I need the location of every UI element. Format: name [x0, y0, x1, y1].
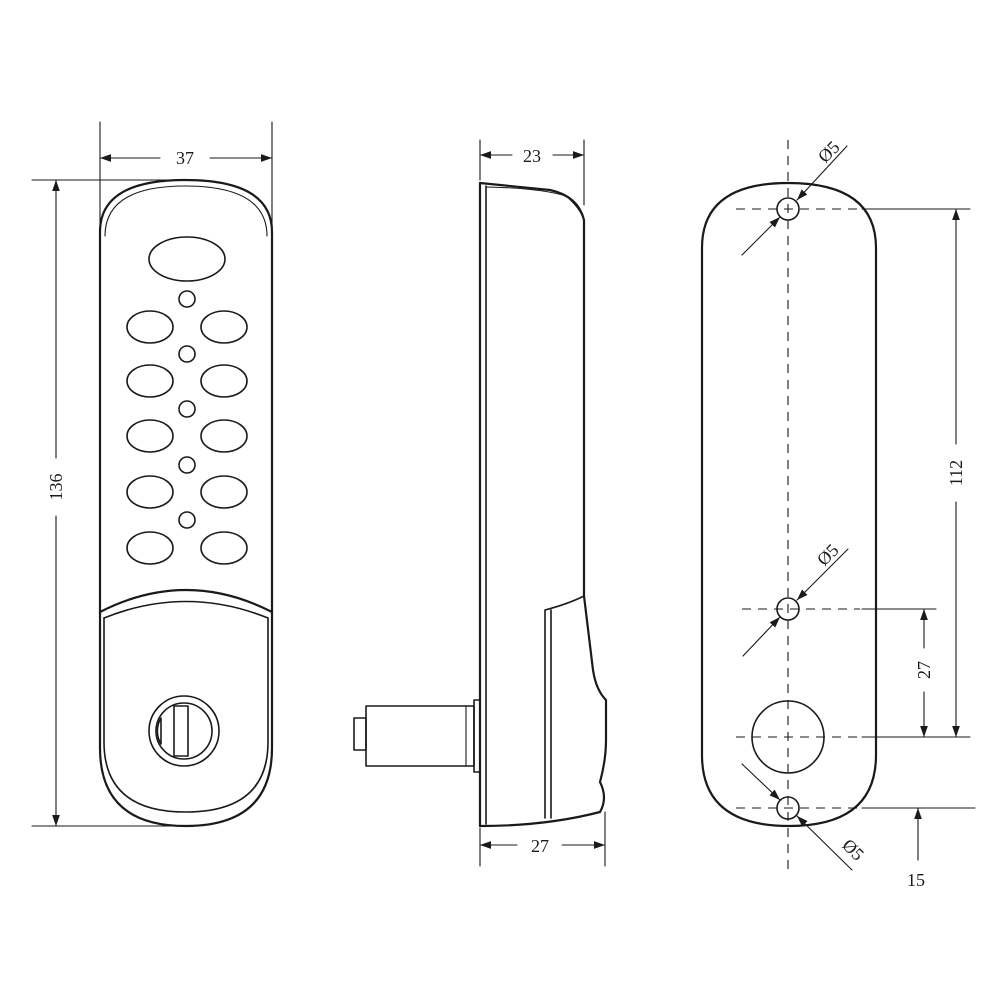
key-led: [178, 400, 196, 418]
top-hole-diameter-dimension: Ø5: [741, 137, 848, 256]
keypad-button: [126, 364, 174, 398]
front-width-label: 37: [176, 148, 194, 168]
bottom-hole-diameter-dimension: Ø5: [741, 763, 868, 871]
spindle: [353, 699, 481, 773]
handle-lower-edge: [103, 600, 269, 619]
handle-top-edge: [98, 588, 274, 614]
bottom-mounting-hole: [776, 796, 800, 820]
front-body-outline: [98, 178, 274, 828]
hole-span-label: 112: [946, 460, 966, 486]
keypad: [126, 290, 248, 565]
top-hole-diameter-label: Ø5: [814, 137, 844, 167]
bottom-hole-diameter-label: Ø5: [838, 835, 868, 865]
front-view: 37 136: [31, 121, 274, 828]
side-depth-dimension: 23: [479, 139, 585, 206]
bottom-offset-label: 15: [907, 870, 925, 890]
key-cylinder: [148, 695, 220, 767]
front-width-dimension: 37: [99, 121, 273, 229]
side-total-depth-dimension: 27: [479, 811, 606, 867]
handle-profile: [544, 595, 585, 819]
keypad-button: [200, 310, 248, 344]
front-body-inner-edge: [104, 185, 268, 237]
mid-hole-diameter-label: Ø5: [813, 540, 843, 570]
hole-span-dimension: 112: [861, 208, 971, 738]
keypad-button: [126, 310, 174, 344]
key-led: [178, 345, 196, 363]
front-height-dimension: 136: [31, 179, 187, 827]
mid-mounting-hole: [776, 597, 800, 621]
keypad-button: [200, 531, 248, 565]
side-depth-label: 23: [523, 146, 541, 166]
side-body-outline: [478, 181, 608, 828]
key-led: [178, 290, 196, 308]
spindle-offset-label: 27: [914, 661, 934, 679]
keypad-button: [200, 419, 248, 453]
key-led: [178, 511, 196, 529]
front-height-label: 136: [46, 474, 66, 501]
mid-hole-diameter-dimension: Ø5: [742, 540, 849, 657]
handle-shield: [103, 617, 269, 813]
keypad-button: [126, 475, 174, 509]
spindle-hole: [751, 700, 825, 774]
keypad-button: [200, 364, 248, 398]
back-body-outline: [700, 181, 878, 828]
bottom-offset-dimension: 15: [861, 807, 976, 890]
spindle-offset-dimension: 27: [861, 608, 937, 738]
key-led: [178, 456, 196, 474]
side-top-edge: [485, 186, 585, 221]
display-window: [148, 236, 226, 282]
keypad-button: [126, 531, 174, 565]
keypad-button: [126, 419, 174, 453]
side-view: 23 27: [353, 139, 608, 867]
side-total-depth-label: 27: [531, 836, 549, 856]
back-view: Ø5 Ø5 Ø5 112 27 15: [700, 137, 976, 890]
keypad-button: [200, 475, 248, 509]
top-mounting-hole: [776, 197, 800, 221]
